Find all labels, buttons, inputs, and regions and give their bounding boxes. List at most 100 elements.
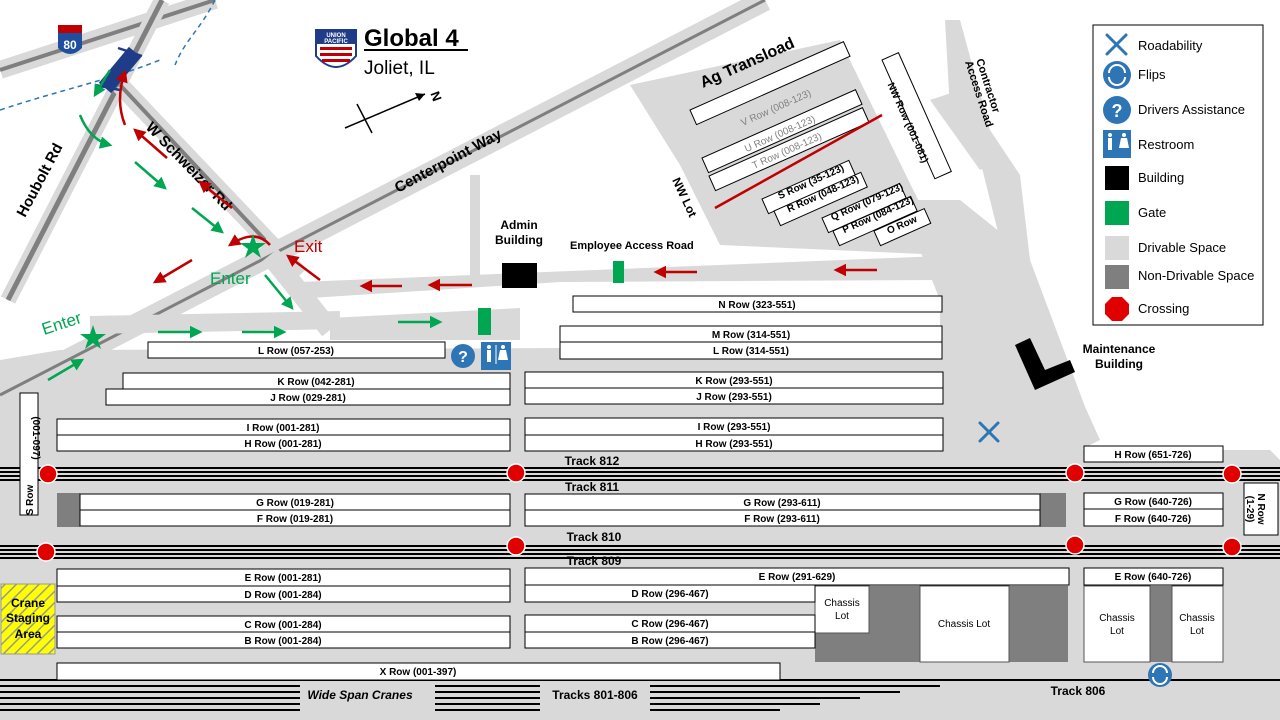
svg-text:?: ? bbox=[1112, 101, 1123, 121]
row-labels: L Row (057-253) K Row (042-281) J Row (0… bbox=[25, 300, 1266, 678]
legend-flips-icon bbox=[1103, 61, 1131, 89]
row-label: D Row (001-284) bbox=[244, 590, 321, 601]
roadability-wrench-icon bbox=[978, 421, 1000, 443]
chassis-lot-center-label: Chassis Lot bbox=[938, 619, 990, 630]
main-gate bbox=[478, 308, 491, 335]
legend-nondrivable: Non-Drivable Space bbox=[1138, 268, 1254, 283]
row-boxes bbox=[19, 295, 1279, 681]
drivers-assistance-icon: ? bbox=[451, 344, 475, 368]
row-label: K Row (293-551) bbox=[695, 376, 772, 387]
crane-staging-label-2: Staging bbox=[6, 611, 50, 625]
legend-restroom-icon bbox=[1103, 130, 1131, 158]
legend-crossing: Crossing bbox=[1138, 301, 1189, 316]
track-810-label: Track 810 bbox=[567, 530, 622, 544]
row-label: L Row (314-551) bbox=[713, 346, 789, 357]
creek-line bbox=[0, 59, 161, 111]
crane-staging-area bbox=[0, 583, 56, 655]
interstate-80-shield-icon: 80 bbox=[58, 25, 82, 54]
contractor-road bbox=[945, 20, 1090, 430]
crane-staging-label-1: Crane bbox=[11, 596, 45, 610]
restroom-icon bbox=[481, 342, 511, 370]
maintenance-area bbox=[900, 200, 1100, 450]
chassis-lot-right-a-label-2: Lot bbox=[1110, 626, 1124, 637]
chassis-lot-right-a bbox=[1083, 585, 1151, 663]
crossing-icons bbox=[36, 463, 1242, 562]
row-label: K Row (042-281) bbox=[277, 377, 354, 388]
track-812-label: Track 812 bbox=[565, 454, 620, 468]
row-label: G Row (019-281) bbox=[256, 498, 334, 509]
legend: Roadability Flips ? Drivers Assistance R… bbox=[1092, 24, 1264, 326]
legend-crossing-icon bbox=[1105, 297, 1129, 321]
legend-drivers-assistance: Drivers Assistance bbox=[1138, 102, 1245, 117]
enter-label-lower: Enter bbox=[39, 308, 84, 339]
row-label: N Row (323-551) bbox=[718, 300, 795, 311]
nw-lot-boundary bbox=[714, 113, 883, 210]
roads bbox=[0, 0, 771, 405]
tracks-801-806-label: Tracks 801-806 bbox=[552, 688, 638, 702]
entry-flow-arrows bbox=[47, 69, 443, 382]
row-label: J Row (293-551) bbox=[696, 392, 772, 403]
row-label: E Row (291-629) bbox=[759, 572, 836, 583]
admin-building-label-2: Building bbox=[495, 233, 543, 247]
legend-drivable: Drivable Space bbox=[1138, 240, 1226, 255]
highway-shield-number: 80 bbox=[63, 38, 77, 52]
chassis-lot-right-b-label-1: Chassis bbox=[1179, 613, 1215, 624]
chassis-lot-small-label-2: Lot bbox=[835, 611, 849, 622]
row-label: (001-097) bbox=[30, 416, 41, 459]
north-arrow-icon: N bbox=[344, 89, 445, 134]
legend-gate: Gate bbox=[1138, 205, 1166, 220]
chassis-lot-right-b-label-2: Lot bbox=[1190, 626, 1204, 637]
employee-access-road-label: Employee Access Road bbox=[570, 240, 694, 252]
row-label: S Row bbox=[25, 485, 36, 516]
row-label: H Row (293-551) bbox=[695, 439, 772, 450]
row-label: X Row (001-397) bbox=[380, 667, 457, 678]
chassis-lot-small-label-1: Chassis bbox=[824, 598, 860, 609]
logo-text-bottom: PACIFIC bbox=[324, 39, 348, 45]
exit-label: Exit bbox=[294, 237, 323, 256]
row-label: (1-29) bbox=[1244, 496, 1255, 523]
row-label: E Row (640-726) bbox=[1115, 572, 1192, 583]
row-label: H Row (001-281) bbox=[244, 439, 321, 450]
legend-nondrivable-swatch bbox=[1105, 265, 1129, 289]
map-subtitle: Joliet, IL bbox=[364, 58, 435, 79]
admin-building bbox=[502, 263, 537, 288]
row-label: I Row (001-281) bbox=[247, 423, 320, 434]
legend-drivers-assistance-icon: ? bbox=[1103, 96, 1131, 124]
maintenance-building-label-2: Building bbox=[1095, 357, 1143, 371]
track-809-label: Track 809 bbox=[567, 554, 622, 568]
chassis-lot-right-b bbox=[1171, 585, 1224, 663]
wide-span-cranes-label: Wide Span Cranes bbox=[307, 688, 413, 702]
chassis-lot-small bbox=[814, 585, 870, 634]
legend-building-swatch bbox=[1105, 166, 1129, 190]
track-811-label: Track 811 bbox=[565, 480, 619, 494]
legend-flips: Flips bbox=[1138, 67, 1166, 82]
entry-star-icons bbox=[80, 234, 266, 349]
union-pacific-logo: UNION PACIFIC bbox=[315, 29, 357, 68]
lower-entry-road bbox=[330, 308, 520, 340]
row-label: B Row (001-284) bbox=[244, 636, 321, 647]
maintenance-building-label-1: Maintenance bbox=[1083, 342, 1156, 356]
row-label: B Row (296-467) bbox=[631, 636, 708, 647]
legend-roadability-icon bbox=[1105, 33, 1128, 56]
logo-text-top: UNION bbox=[326, 33, 345, 39]
map-title: Global 4 bbox=[364, 25, 459, 52]
exit-flow-arrows bbox=[115, 69, 877, 293]
row-label: E Row (001-281) bbox=[245, 573, 322, 584]
row-label: M Row (314-551) bbox=[712, 330, 790, 341]
row-label: H Row (651-726) bbox=[1114, 450, 1191, 461]
employee-gate bbox=[613, 261, 624, 283]
row-label: F Row (293-611) bbox=[744, 514, 820, 525]
enter-label-upper: Enter bbox=[210, 269, 251, 288]
legend-roadability: Roadability bbox=[1138, 38, 1203, 53]
maint-bay bbox=[930, 90, 1000, 170]
row-label: F Row (019-281) bbox=[257, 514, 333, 525]
legend-gate-swatch bbox=[1105, 201, 1129, 225]
row-label: I Row (293-551) bbox=[698, 422, 771, 433]
row-label: C Row (001-284) bbox=[244, 620, 321, 631]
creek-line-2 bbox=[174, 0, 216, 66]
track-806-label: Track 806 bbox=[1051, 684, 1106, 698]
chassis-lot-center bbox=[919, 585, 1010, 663]
row-label: F Row (640-726) bbox=[1115, 514, 1191, 525]
crane-staging-label-3: Area bbox=[15, 627, 42, 641]
